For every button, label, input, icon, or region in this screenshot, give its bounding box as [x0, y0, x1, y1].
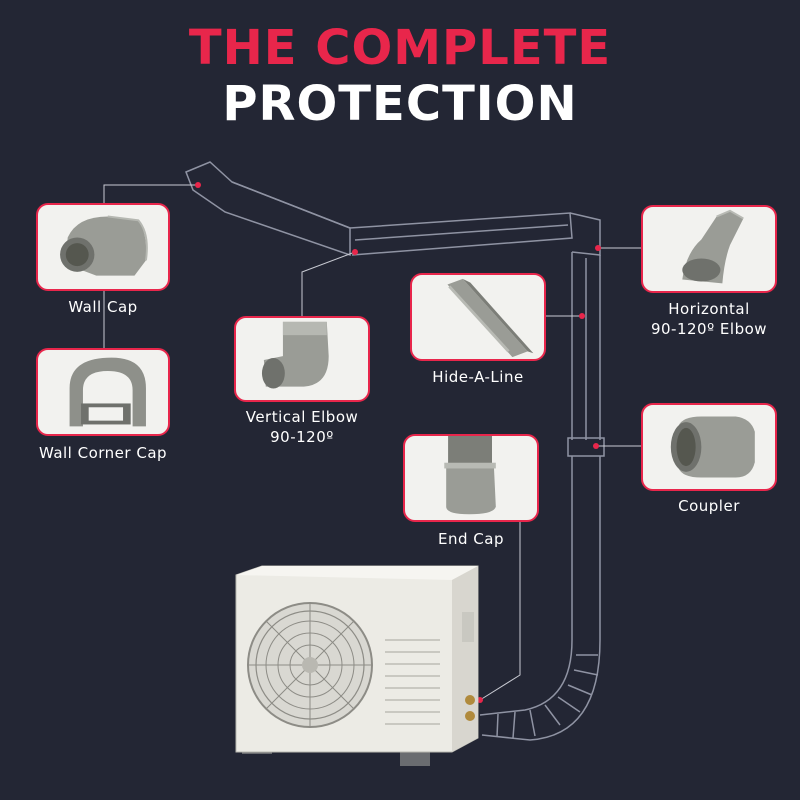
hide-a-line-label: Hide-A-Line	[432, 368, 524, 386]
end-cap-icon	[444, 436, 496, 515]
horizontal-elbow-label-line-2: 90-120º Elbow	[650, 320, 768, 338]
coupler-label: Coupler	[678, 497, 740, 515]
vertical-elbow-label-line-1: Vertical Elbow	[245, 408, 359, 426]
leader-lines	[103, 184, 641, 701]
line-set-duct	[185, 161, 605, 741]
wall-cap-icon	[60, 215, 148, 276]
wall-corner-cap-icon	[69, 357, 146, 427]
wall-cap-card[interactable]	[36, 203, 170, 291]
wall-corner-cap-label: Wall Corner Cap	[38, 444, 168, 462]
title-line-1: THE COMPLETE	[188, 20, 612, 76]
vertical-elbow-icon	[261, 321, 329, 389]
hide-a-line-icon	[447, 278, 534, 358]
outdoor-ac-unit-icon	[235, 565, 479, 766]
coupler-icon	[670, 416, 755, 478]
horizontal-elbow-label-line-1: Horizontal	[668, 300, 750, 318]
horizontal-elbow-card[interactable]	[641, 205, 777, 293]
coupler-card[interactable]	[641, 403, 777, 491]
wall-corner-cap-card[interactable]	[36, 348, 170, 436]
end-cap-label: End Cap	[438, 530, 504, 548]
vertical-elbow-label-line-2: 90-120º	[270, 428, 334, 446]
wall-cap-label: Wall Cap	[68, 298, 138, 316]
hide-a-line-card[interactable]	[410, 273, 546, 361]
end-cap-card[interactable]	[403, 434, 539, 522]
vertical-elbow-card[interactable]	[234, 316, 370, 402]
title-line-2: PROTECTION	[222, 76, 578, 132]
horizontal-elbow-icon	[682, 209, 744, 284]
